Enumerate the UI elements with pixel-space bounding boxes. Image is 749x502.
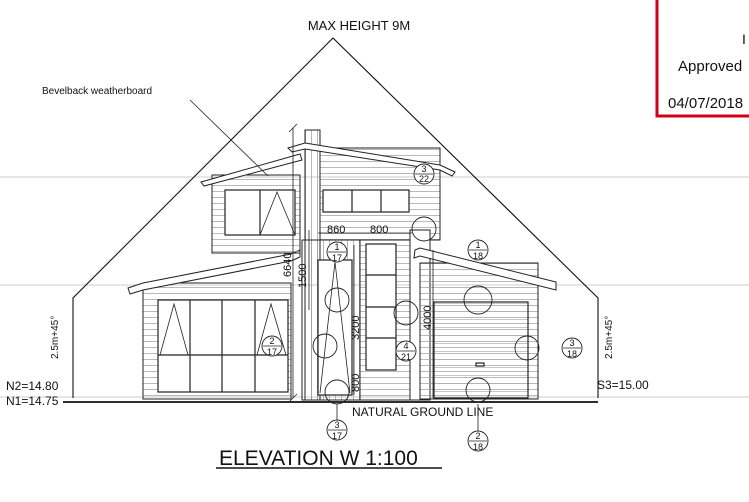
stamp-approved: Approved — [678, 58, 742, 75]
svg-text:21: 21 — [401, 352, 411, 362]
stamp-date: 04/07/2018 — [668, 95, 743, 112]
entry-door — [317, 243, 397, 396]
svg-text:22: 22 — [419, 174, 429, 184]
svg-text:3: 3 — [334, 420, 339, 430]
dim-800b: 800 — [350, 374, 362, 392]
svg-text:3: 3 — [569, 338, 574, 348]
drawing-title: ELEVATION W 1:100 — [216, 447, 442, 470]
height-plane-left-label: 2.5m+45° — [50, 316, 61, 359]
callout-3-22: 3 22 — [413, 163, 435, 185]
svg-text:1: 1 — [475, 240, 480, 250]
svg-text:2: 2 — [475, 431, 480, 441]
ground-line-label: NATURAL GROUND LINE — [352, 405, 493, 419]
callout-3-17: 3 17 — [326, 419, 348, 441]
callout-1-18: 1 18 — [467, 239, 489, 261]
dim-4000: 4000 — [422, 306, 434, 330]
svg-text:2: 2 — [269, 336, 274, 346]
svg-text:18: 18 — [567, 349, 577, 359]
callout-3-18: 3 18 — [561, 337, 583, 359]
detail-markers — [312, 216, 540, 405]
callout-4-21: 4 21 — [395, 340, 417, 362]
svg-text:4: 4 — [403, 341, 408, 351]
s3-level: S3=15.00 — [597, 378, 649, 392]
stamp-line-1: I — [742, 31, 746, 47]
svg-text:17: 17 — [267, 347, 277, 357]
svg-text:18: 18 — [473, 442, 483, 452]
svg-text:18: 18 — [473, 251, 483, 261]
callout-2-17: 2 17 — [261, 335, 283, 357]
svg-text:17: 17 — [332, 431, 342, 441]
max-height-label: MAX HEIGHT 9M — [308, 18, 410, 33]
title-text: ELEVATION W 1:100 — [219, 447, 418, 470]
dim-1500: 1500 — [297, 264, 309, 288]
approval-stamp: I Approved 04/07/2018 — [655, 0, 749, 118]
callout-1-17: 1 17 — [326, 241, 348, 263]
callout-2-18: 2 18 — [467, 430, 489, 452]
garage-door — [433, 301, 529, 399]
height-envelope — [72, 37, 599, 398]
dimension-lines — [189, 99, 434, 403]
n1-level: N1=14.75 — [6, 394, 59, 408]
upper-windows — [224, 189, 410, 236]
dim-3200: 3200 — [350, 316, 362, 340]
svg-text:3: 3 — [421, 164, 426, 174]
n2-level: N2=14.80 — [6, 379, 59, 393]
height-plane-right-label: 2.5m+45° — [604, 316, 615, 359]
svg-text:17: 17 — [332, 253, 342, 263]
svg-text:1: 1 — [334, 242, 339, 252]
dim-860: 860 — [327, 224, 345, 236]
dim-800: 800 — [370, 224, 388, 236]
material-label: Bevelback weatherboard — [42, 86, 152, 97]
dim-6640: 6640 — [282, 253, 294, 277]
